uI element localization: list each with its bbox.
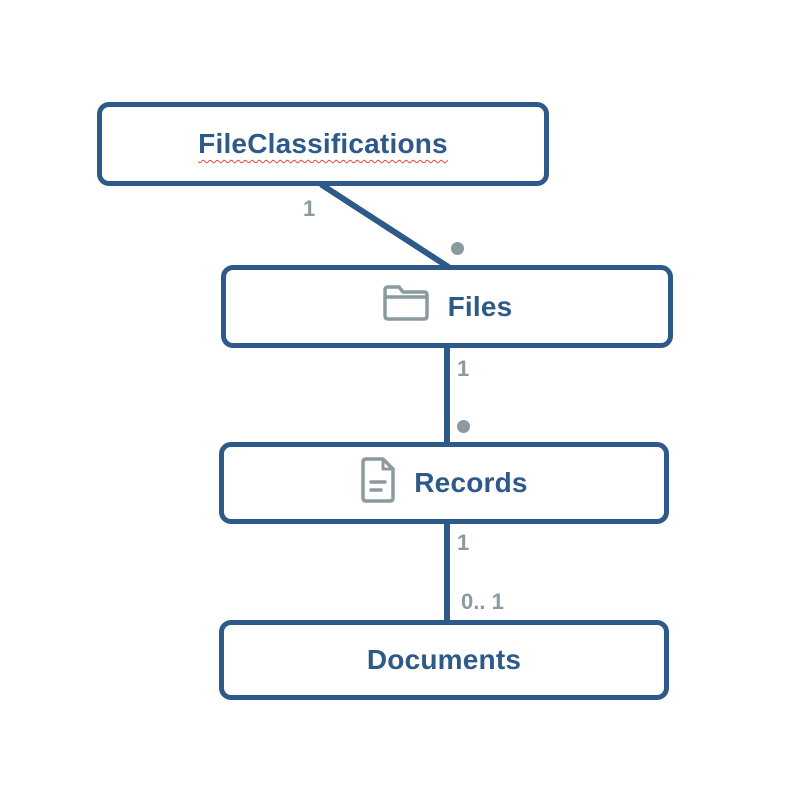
- folder-icon: [382, 284, 430, 329]
- multiplicity-documents-zero-one: 0.. 1: [461, 589, 504, 614]
- documents-label: Documents: [366, 644, 522, 675]
- document-icon: [360, 456, 396, 510]
- multiplicity-records-one: 1: [457, 530, 470, 555]
- entity-documents: Documents: [219, 620, 669, 700]
- entity-records: Records: [219, 442, 669, 524]
- records-label: Records: [414, 467, 528, 498]
- multiplicity-files-one: 1: [457, 356, 470, 381]
- files-label: Files: [447, 290, 513, 322]
- entity-files: Files: [221, 265, 673, 348]
- multiplicity-files-many-dot: [451, 242, 464, 255]
- connector-fileclassifications-files: [319, 182, 453, 271]
- multiplicity-fileclassifications-one: 1: [303, 196, 316, 221]
- file-classifications-label: FileClassifications: [198, 128, 448, 159]
- multiplicity-records-many-dot: [457, 420, 470, 433]
- entity-file-classifications: FileClassifications: [97, 102, 549, 186]
